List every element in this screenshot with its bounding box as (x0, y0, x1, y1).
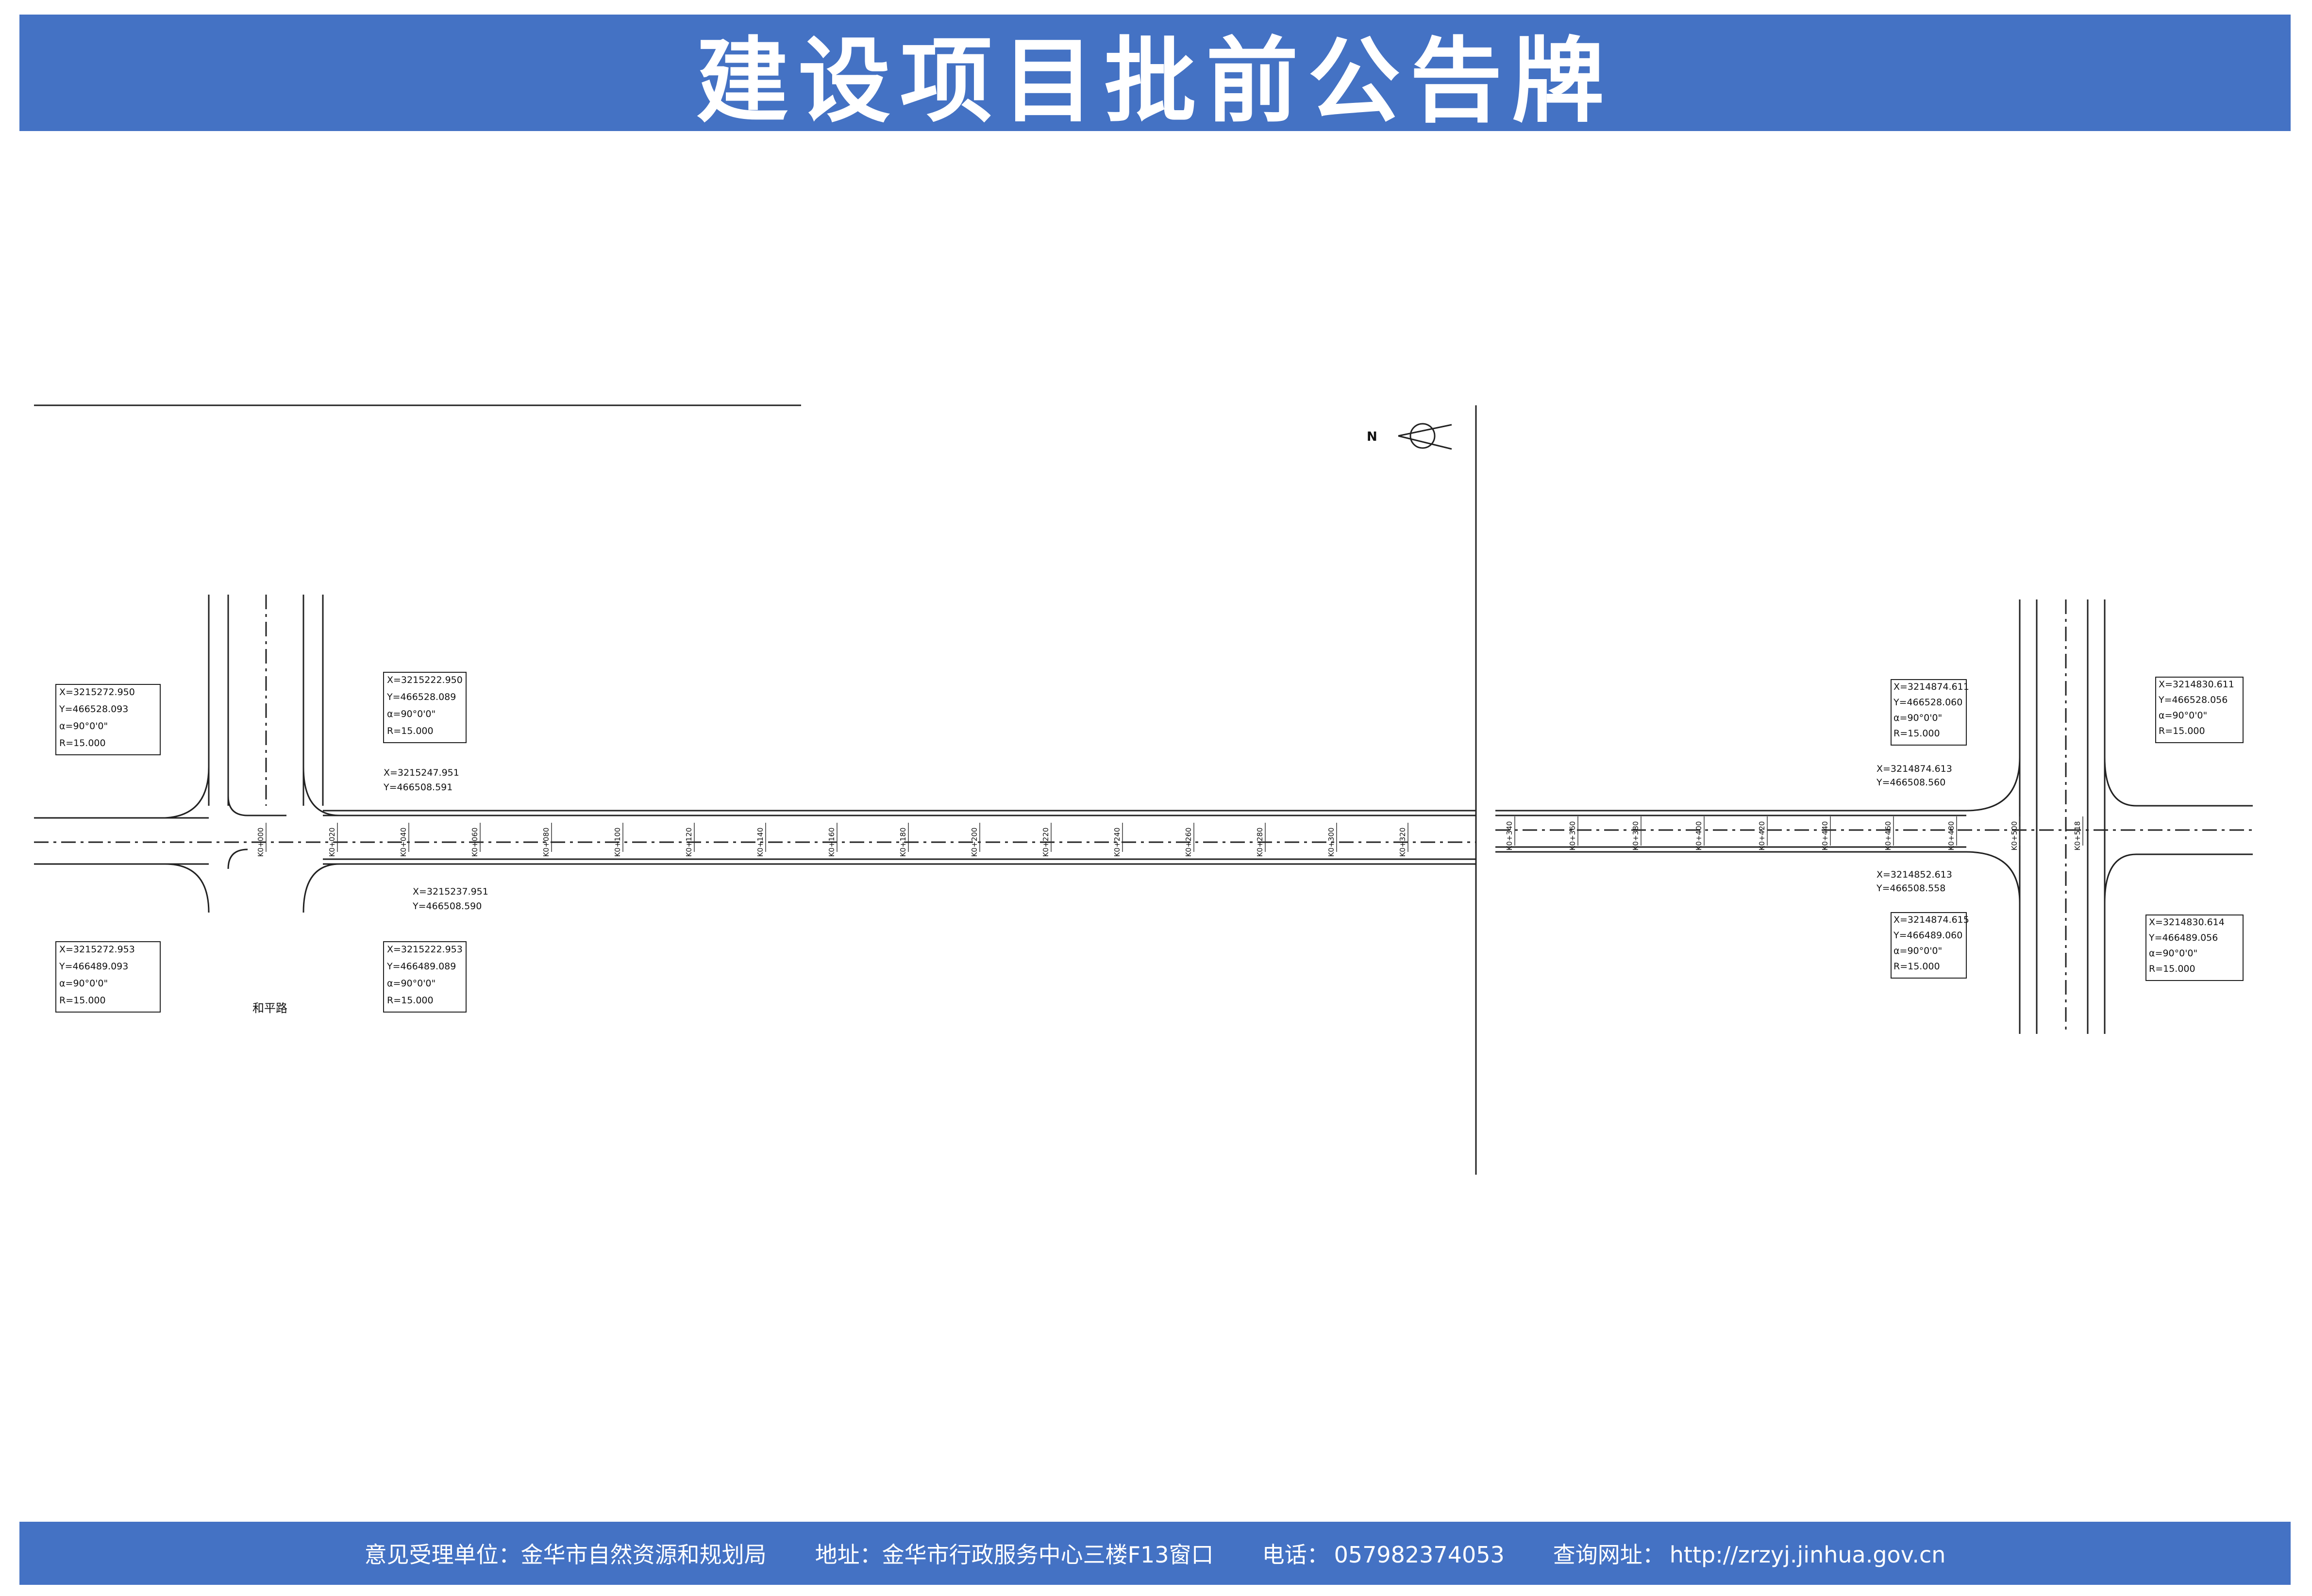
svg-text:Y=466528.093: Y=466528.093 (59, 704, 128, 715)
station-labels-left: K0+000 K0+020 K0+040 K0+060 K0+080 K0+100 K0+1… (256, 823, 1408, 857)
svg-text:X=3215222.950: X=3215222.950 (387, 675, 463, 685)
svg-text:Y=466489.093: Y=466489.093 (59, 961, 128, 972)
svg-text:Y=466528.089: Y=466528.089 (386, 692, 456, 702)
svg-text:Y=466489.089: Y=466489.089 (386, 961, 456, 972)
svg-text:Y=466508.558: Y=466508.558 (1876, 883, 1945, 894)
station-label-right-0: K0+340 (1505, 821, 1514, 851)
footer-website-label: 查询网址： (1553, 1542, 1665, 1568)
svg-text:X=3214874.615: X=3214874.615 (1893, 914, 1969, 925)
station-label-right-3: K0+400 (1694, 821, 1703, 851)
north-label: N (1367, 430, 1377, 444)
coord-box-left-tr: X=3215222.950 Y=466528.089 α=90°0'0" R=1… (383, 672, 467, 743)
page-title: 建设项目批前公告牌 (696, 27, 1614, 135)
station-label-left-11: K0+220 (1041, 828, 1050, 857)
svg-text:X=3215222.953: X=3215222.953 (387, 944, 463, 955)
station-label-left-1: K0+020 (328, 828, 336, 857)
svg-text:X=3214852.613: X=3214852.613 (1876, 869, 1952, 880)
station-label-right-1: K0+360 (1568, 821, 1577, 851)
svg-text:α=90°0'0": α=90°0'0" (1893, 713, 1942, 723)
svg-text:α=90°0'0": α=90°0'0" (59, 978, 108, 989)
station-label-left-4: K0+080 (542, 828, 551, 857)
svg-text:α=90°0'0": α=90°0'0" (2159, 710, 2207, 721)
station-label-left-10: K0+200 (970, 828, 979, 857)
coord-box-left-tl: X=3215272.950 Y=466528.093 α=90°0'0" R=1… (55, 684, 161, 755)
station-label-left-6: K0+120 (685, 828, 693, 857)
station-label-left-8: K0+160 (827, 828, 836, 857)
coord-box-left-bl: X=3215272.953 Y=466489.093 α=90°0'0" R=1… (55, 941, 161, 1013)
coord-box-right-tl: X=3214874.611 Y=466528.060 α=90°0'0" R=1… (1891, 679, 1969, 746)
station-label-right-2: K0+380 (1631, 821, 1640, 851)
coord-box-right-bl: X=3214874.615 Y=466489.060 α=90°0'0" R=1… (1891, 912, 1969, 979)
svg-text:R=15.000: R=15.000 (59, 738, 106, 748)
footer-website: 查询网址：http://zrzyj.jinhua.gov.cn (1553, 1537, 1946, 1569)
site-plan-drawing: N 和平路 X=3215272.950 Y=466528.093 α=90°0'… (34, 404, 2253, 1175)
svg-text:Y=466508.560: Y=466508.560 (1876, 777, 1945, 788)
svg-text:α=90°0'0": α=90°0'0" (1893, 946, 1942, 956)
station-labels-right: K0+340 K0+360 K0+380 K0+400 K0+420 K0+440 K0+4… (1505, 816, 2083, 850)
station-label-left-2: K0+040 (399, 828, 408, 857)
svg-text:R=15.000: R=15.000 (387, 726, 434, 736)
station-label-left-15: K0+300 (1327, 828, 1336, 857)
svg-text:X=3214874.611: X=3214874.611 (1893, 682, 1969, 692)
title-banner: 建设项目批前公告牌 (19, 15, 2291, 135)
svg-text:R=15.000: R=15.000 (2149, 964, 2195, 974)
station-label-left-13: K0+260 (1184, 828, 1193, 857)
station-label-right-9: K0+518 (2073, 821, 2082, 851)
footer-address-label: 地址： (815, 1542, 882, 1568)
svg-text:R=15.000: R=15.000 (59, 995, 106, 1006)
footer-banner: 意见受理单位：金华市自然资源和规划局 地址：金华市行政服务中心三楼F13窗口 电… (19, 1522, 2291, 1585)
footer-phone-label: 电话： (1262, 1542, 1329, 1568)
coord-box-right-tr: X=3214830.611 Y=466528.056 α=90°0'0" R=1… (2155, 677, 2244, 743)
svg-text:Y=466528.056: Y=466528.056 (2158, 695, 2228, 705)
coord-label-right-mid-top: X=3214874.613 Y=466508.560 (1876, 764, 1952, 788)
footer-unit-value: 金华市自然资源和规划局 (520, 1542, 767, 1568)
station-label-right-4: K0+420 (1758, 821, 1766, 851)
station-label-left-5: K0+100 (613, 828, 622, 857)
station-label-left-9: K0+180 (899, 828, 907, 857)
svg-text:α=90°0'0": α=90°0'0" (2149, 948, 2197, 959)
svg-text:R=15.000: R=15.000 (1893, 961, 1940, 972)
svg-text:X=3215272.953: X=3215272.953 (59, 944, 135, 955)
station-label-left-3: K0+060 (470, 828, 479, 857)
svg-text:Y=466508.590: Y=466508.590 (412, 901, 482, 912)
footer-address: 地址：金华市行政服务中心三楼F13窗口 (815, 1537, 1214, 1569)
svg-text:X=3214830.614: X=3214830.614 (2149, 917, 2225, 928)
station-label-right-8: K0+500 (2010, 821, 2019, 851)
svg-text:Y=466489.060: Y=466489.060 (1893, 930, 1962, 941)
svg-text:R=15.000: R=15.000 (2159, 726, 2205, 736)
footer-address-value: 金华市行政服务中心三楼F13窗口 (882, 1542, 1214, 1568)
footer-unit-label: 意见受理单位： (364, 1542, 521, 1568)
footer-phone: 电话：057982374053 (1262, 1537, 1505, 1569)
coord-label-right-mid-bot: X=3214852.613 Y=466508.558 (1876, 869, 1952, 894)
svg-text:X=3214830.611: X=3214830.611 (2159, 679, 2234, 690)
station-label-left-14: K0+280 (1256, 828, 1264, 857)
station-label-right-6: K0+460 (1884, 821, 1893, 851)
svg-text:Y=466528.060: Y=466528.060 (1893, 697, 1962, 708)
svg-text:α=90°0'0": α=90°0'0" (387, 978, 436, 989)
svg-text:X=3215247.951: X=3215247.951 (384, 767, 459, 778)
footer-unit: 意见受理单位：金华市自然资源和规划局 (365, 1537, 767, 1569)
station-label-left-12: K0+240 (1113, 828, 1122, 857)
station-label-right-7: K0+480 (1947, 821, 1956, 851)
svg-text:Y=466489.056: Y=466489.056 (2148, 932, 2218, 943)
footer-phone-value: 057982374053 (1334, 1542, 1505, 1568)
station-label-left-7: K0+140 (756, 828, 765, 857)
station-label-left-16: K0+320 (1398, 828, 1407, 857)
coord-box-left-br: X=3215222.953 Y=466489.089 α=90°0'0" R=1… (383, 941, 467, 1013)
road-name-label: 和平路 (252, 1001, 287, 1015)
svg-text:α=90°0'0": α=90°0'0" (59, 721, 108, 732)
coord-label-left-mid-top: X=3215247.951 Y=466508.591 (383, 767, 459, 793)
svg-text:α=90°0'0": α=90°0'0" (387, 709, 436, 719)
station-label-right-5: K0+440 (1821, 821, 1829, 851)
svg-text:Y=466508.591: Y=466508.591 (383, 782, 452, 793)
coord-label-left-mid-bot: X=3215237.951 Y=466508.590 (412, 886, 488, 912)
station-label-left-0: K0+000 (256, 828, 265, 857)
svg-text:X=3215237.951: X=3215237.951 (413, 886, 488, 897)
svg-text:X=3215272.950: X=3215272.950 (59, 687, 135, 698)
coord-box-right-br: X=3214830.614 Y=466489.056 α=90°0'0" R=1… (2145, 914, 2244, 981)
svg-text:R=15.000: R=15.000 (1893, 728, 1940, 739)
footer-website-link[interactable]: http://zrzyj.jinhua.gov.cn (1669, 1542, 1946, 1568)
svg-text:R=15.000: R=15.000 (387, 995, 434, 1006)
svg-text:X=3214874.613: X=3214874.613 (1876, 764, 1952, 774)
